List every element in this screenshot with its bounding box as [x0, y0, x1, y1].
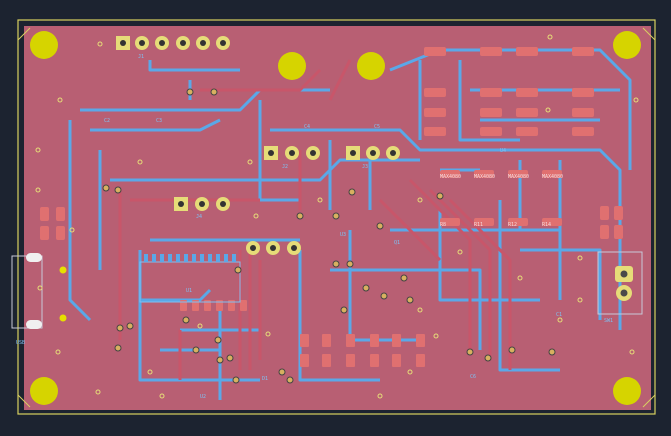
corner-marks [17, 27, 656, 408]
label-max4080-2: MAX4080 [474, 174, 495, 180]
label-u3: U3 [340, 232, 346, 238]
header-j5[interactable] [246, 241, 301, 255]
label-sw1: SW1 [604, 318, 613, 324]
label-d1: D1 [262, 376, 268, 382]
ic-u1-pins [144, 254, 236, 262]
label-r14: R14 [542, 222, 551, 228]
label-j4: J4 [196, 214, 202, 220]
label-max4080-1: MAX4080 [440, 174, 461, 180]
label-u4: U4 [500, 148, 506, 154]
label-q1: Q1 [394, 240, 400, 246]
label-r8: R8 [440, 222, 446, 228]
header-j4[interactable] [174, 197, 230, 211]
label-u2: U2 [200, 394, 206, 400]
header-j1[interactable] [116, 36, 230, 50]
label-r12: R12 [508, 222, 517, 228]
header-j3[interactable] [346, 146, 400, 160]
label-c5: C5 [374, 124, 380, 130]
header-j2[interactable] [264, 146, 320, 160]
label-j1: J1 [138, 54, 144, 60]
label-j2: J2 [282, 164, 288, 170]
label-c6: C6 [470, 374, 476, 380]
pads [40, 47, 623, 367]
test-points [35, 34, 639, 399]
vias [102, 88, 556, 384]
switch-sw1[interactable] [597, 251, 643, 315]
usb-connector[interactable] [11, 253, 67, 329]
label-c4: C4 [304, 124, 310, 130]
board-outline [17, 19, 656, 415]
ic-footprint-u1[interactable] [139, 261, 241, 303]
label-max4080-3: MAX4080 [508, 174, 529, 180]
label-u1: U1 [186, 288, 192, 294]
label-r11: R11 [474, 222, 483, 228]
mounting-holes [30, 31, 641, 405]
label-j3: J3 [362, 164, 368, 170]
label-c3: C3 [156, 118, 162, 124]
label-c1: C1 [556, 312, 562, 318]
label-usb: USB [16, 340, 25, 346]
label-c2: C2 [104, 118, 110, 124]
label-max4080-4: MAX4080 [542, 174, 563, 180]
